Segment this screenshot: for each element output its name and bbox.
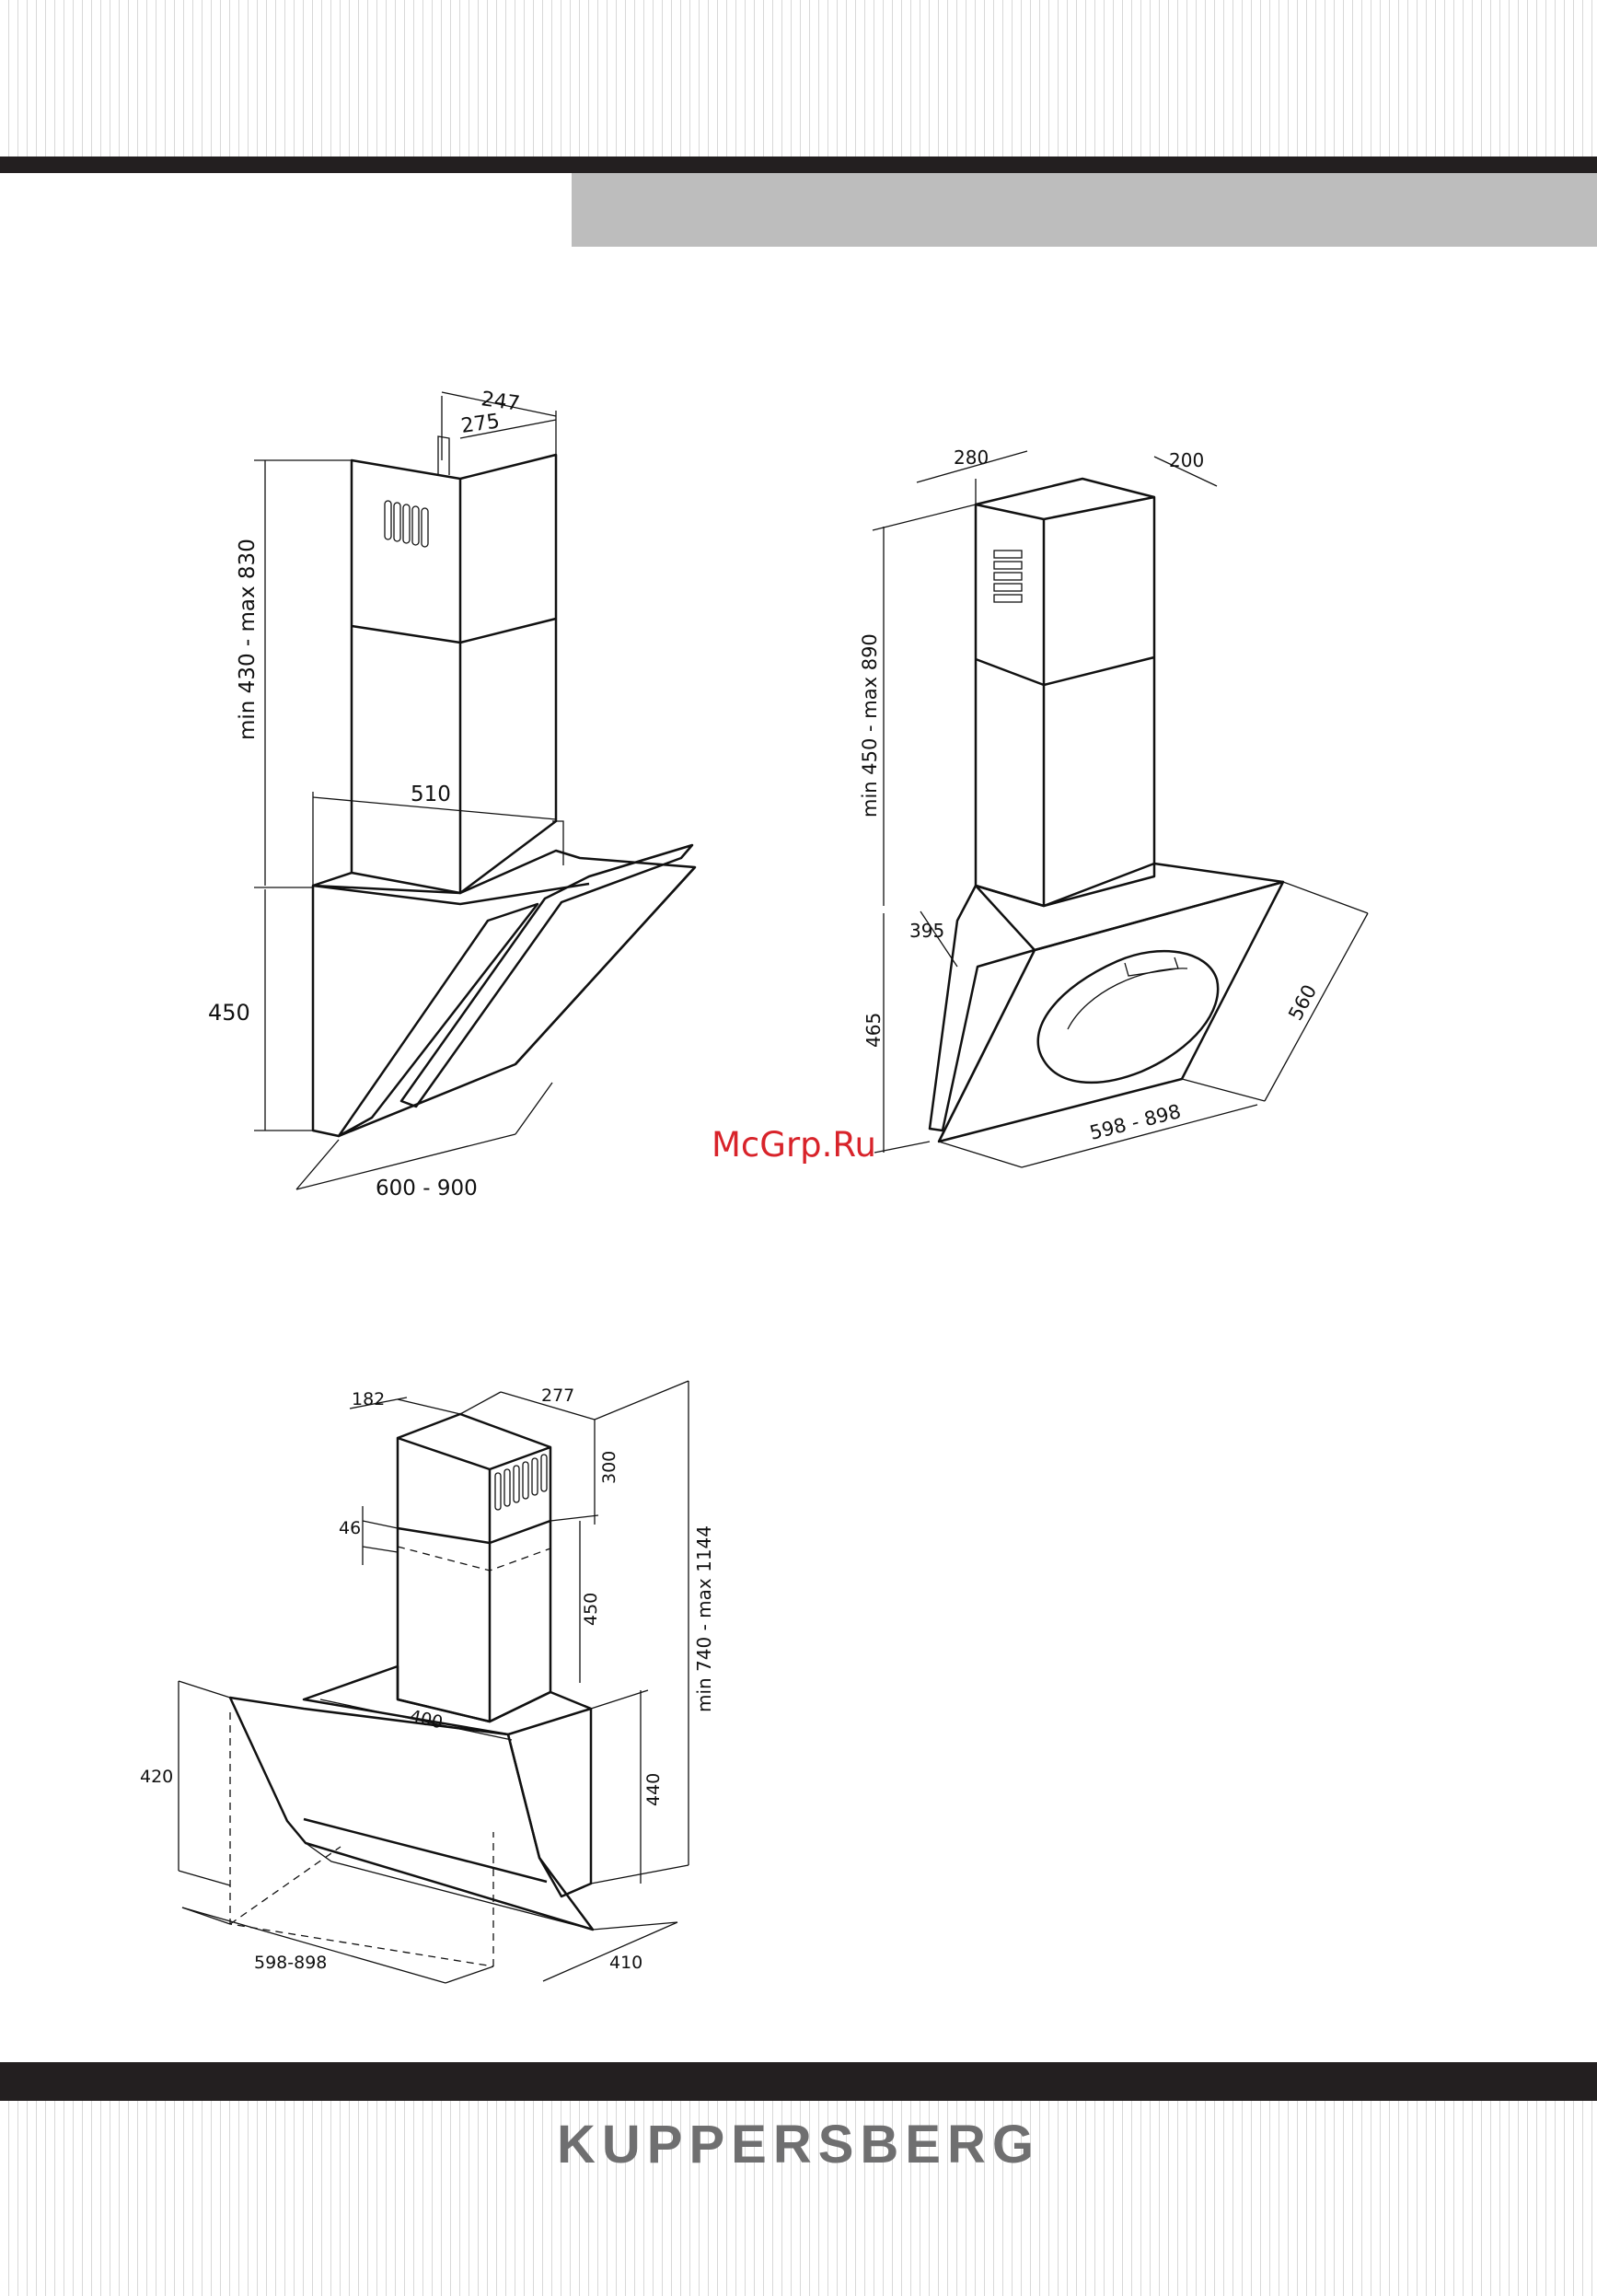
dim-410: 410 <box>609 1953 642 1973</box>
dim-200: 200 <box>1169 449 1204 471</box>
dim-total-height: min 740 - max 1144 <box>693 1525 715 1712</box>
dim-450: 450 <box>208 1000 250 1026</box>
dim-182: 182 <box>352 1389 385 1409</box>
dim-46: 46 <box>339 1518 361 1538</box>
dim-465: 465 <box>862 1013 885 1048</box>
dim-width-3: 598-898 <box>254 1953 327 1973</box>
dim-275: 275 <box>459 410 501 438</box>
brand-logo: KUPPERSBERG <box>0 2114 1597 2175</box>
dim-560: 560 <box>1284 981 1321 1025</box>
dim-chimney-height: min 430 - max 830 <box>236 539 260 740</box>
dim-width-1: 600 - 900 <box>376 1177 478 1200</box>
hood-3-drawing: 182 277 300 46 450 min 740 - max 1144 40… <box>140 1381 715 1983</box>
dim-395: 395 <box>909 920 944 942</box>
dim-300: 300 <box>599 1451 619 1484</box>
dim-420: 420 <box>140 1767 173 1787</box>
footer-bar <box>0 2062 1597 2101</box>
dim-510: 510 <box>411 783 451 806</box>
hood-1-drawing: 247 275 min 430 - max 830 510 450 600 - … <box>208 388 695 1200</box>
dim-440: 440 <box>643 1773 664 1806</box>
hood-2-drawing: 280 200 min 450 - max 890 395 465 560 59… <box>859 446 1368 1167</box>
dim-277: 277 <box>541 1386 574 1406</box>
dim-280: 280 <box>954 446 989 469</box>
watermark: McGrp.Ru <box>712 1125 876 1165</box>
dim-chimney-height-2: min 450 - max 890 <box>859 633 881 818</box>
dim-450-3: 450 <box>581 1593 601 1626</box>
